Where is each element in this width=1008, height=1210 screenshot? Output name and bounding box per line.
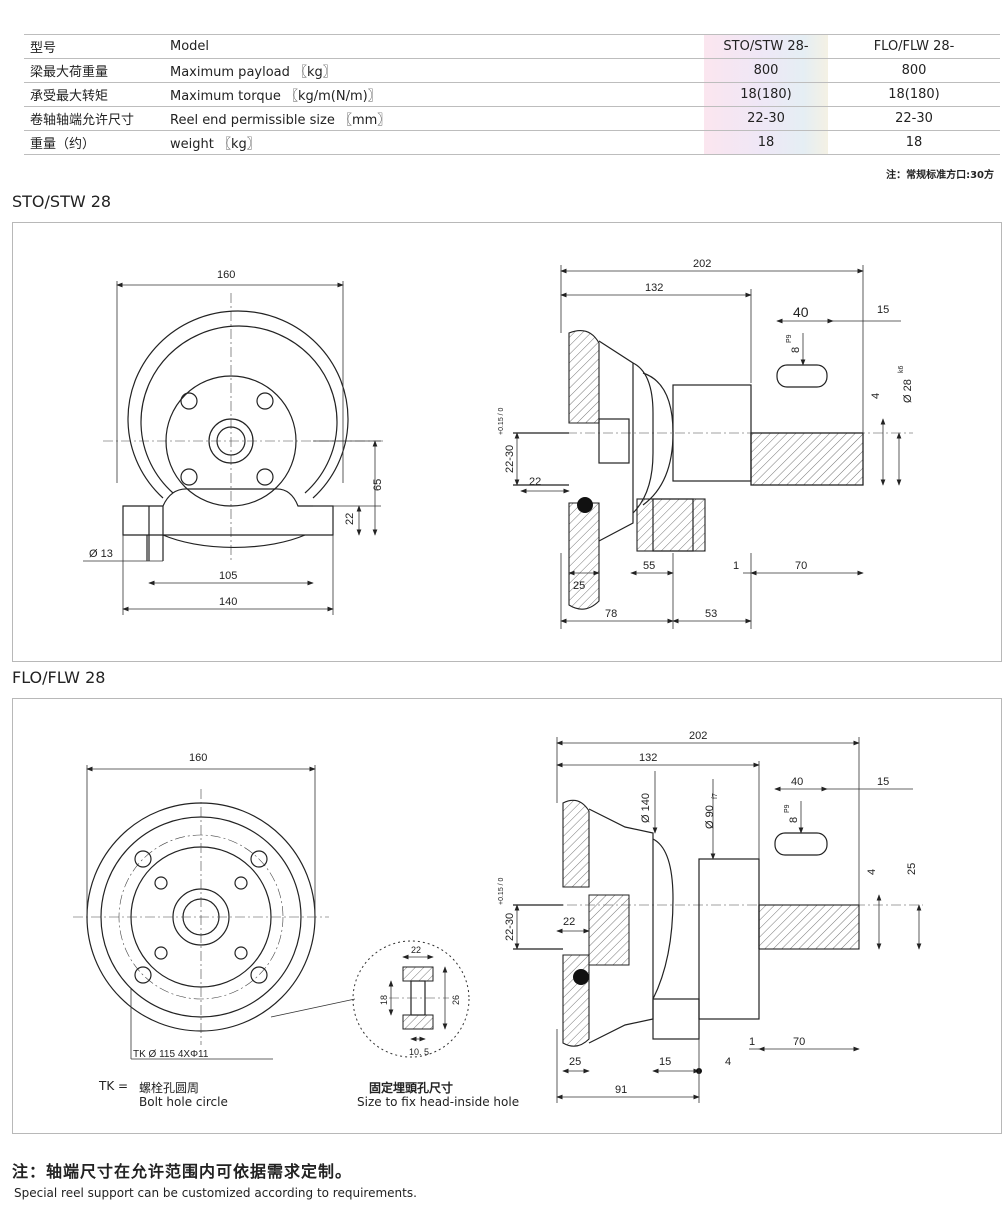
- dim-1: 1: [733, 560, 739, 572]
- dim-22: 22: [344, 513, 356, 525]
- dim-91-flo: 91: [615, 1084, 627, 1096]
- dim-22-30-tol-flo: +0.15 / 0: [498, 877, 505, 905]
- dim-8-tol: P9: [786, 334, 793, 343]
- dim-90-flo: Ø 90: [704, 805, 716, 829]
- detail-26: 26: [451, 995, 461, 1005]
- dim-160-flo: 160: [189, 752, 207, 764]
- tk-label: TK Ø 115 4XΦ11: [133, 1049, 209, 1060]
- table-cell: 18(180): [704, 82, 828, 107]
- dim-15: 15: [877, 304, 889, 316]
- dim-70: 70: [795, 560, 807, 572]
- flange-front-view: [73, 789, 329, 1045]
- dim-22b: 22: [529, 476, 541, 488]
- spec-table: 型号 Model STO/STW 28- FLO/FLW 28- 梁最大荷重量 …: [24, 34, 1000, 155]
- table-cell: 18: [828, 130, 1000, 155]
- table-cell: STO/STW 28-: [704, 34, 828, 59]
- table-cell: 800: [828, 58, 1000, 83]
- dim-22-30: 22-30: [504, 445, 516, 473]
- dim-25: 25: [573, 580, 585, 592]
- front-dimensions: 160 65 22 Ø 13 105 140: [83, 269, 384, 615]
- hole-legend-cn: 固定埋頭孔尺寸: [369, 1081, 454, 1095]
- dim-90-fit: f7: [712, 793, 719, 799]
- dim-25-flo: 25: [569, 1056, 581, 1068]
- side-dimensions-flo: 202 132 Ø 140 Ø 90 f7 40 15 8 P9 4 25 22…: [498, 730, 922, 1103]
- flange-dimensions: 160 TK Ø 115 4XΦ11: [86, 752, 316, 1060]
- tk-legend-en: Bolt hole circle: [139, 1095, 228, 1109]
- drawing-frame-flo: 160 TK Ø 115 4XΦ11 22 18 26 10. 5: [12, 698, 1002, 1134]
- table-cell: 18(180): [828, 82, 1000, 107]
- table-row: 梁最大荷重量 Maximum payload 〖kg〗 800 800: [24, 58, 1000, 83]
- section-title-sto: STO/STW 28: [12, 192, 112, 211]
- table-cell: 承受最大转矩: [24, 82, 164, 107]
- drawing-frame-sto: 160 65 22 Ø 13 105 140: [12, 222, 1002, 662]
- detail-22: 22: [411, 945, 421, 955]
- table-row: 重量（约） weight 〖kg〗 18 18: [24, 130, 1000, 155]
- dim-15-flo: 15: [877, 776, 889, 788]
- dim-160: 160: [217, 269, 235, 281]
- table-cell: Reel end permissible size 〖mm〗: [164, 106, 704, 131]
- table-cell: 梁最大荷重量: [24, 58, 164, 83]
- detail-18: 18: [379, 995, 389, 1005]
- customization-note-en: Special reel support can be customized a…: [14, 1186, 417, 1200]
- dim-202: 202: [693, 258, 711, 270]
- table-cell: Model: [164, 34, 704, 59]
- table-row: 卷轴轴端允许尺寸 Reel end permissible size 〖mm〗 …: [24, 106, 1000, 131]
- customization-note-cn: 注：轴端尺寸在允许范围内可依据需求定制。: [12, 1162, 353, 1181]
- table-cell: Maximum torque 〖kg/m(N/m)〗: [164, 82, 704, 107]
- dim-8-tol-flo: P9: [784, 804, 791, 813]
- dim-202-flo: 202: [689, 730, 707, 742]
- dim-1-flo: 1: [749, 1036, 755, 1048]
- tk-legend-cn: 螺栓孔圆周: [139, 1081, 200, 1095]
- dim-8: 8: [790, 347, 802, 353]
- table-cell: 重量（约）: [24, 130, 164, 155]
- dim-4: 4: [870, 393, 882, 399]
- dim-22-30-flo: 22-30: [504, 913, 516, 941]
- dim-105: 105: [219, 570, 237, 582]
- dim-13: Ø 13: [89, 548, 113, 560]
- table-header-row: 型号 Model STO/STW 28- FLO/FLW 28-: [24, 34, 1000, 59]
- dim-132: 132: [645, 282, 663, 294]
- dim-53: 53: [705, 608, 717, 620]
- hole-detail: 22 18 26 10. 5: [270, 940, 470, 1058]
- dim-55: 55: [643, 560, 655, 572]
- technical-drawing-sto: 160 65 22 Ø 13 105 140: [83, 258, 914, 629]
- dim-78: 78: [605, 608, 617, 620]
- dim-4b-flo: 4: [725, 1056, 731, 1068]
- hole-legend-en: Size to fix head-inside hole: [357, 1095, 520, 1109]
- dim-40-flo: 40: [791, 776, 803, 788]
- table-cell: 22-30: [704, 106, 828, 131]
- table-cell: 22-30: [828, 106, 1000, 131]
- dim-15b-flo: 15: [659, 1056, 671, 1068]
- side-view-flo: [513, 799, 923, 1047]
- tk-legend-eq: TK =: [99, 1079, 129, 1093]
- table-cell: 800: [704, 58, 828, 83]
- standard-note: 注：常规标准方口:30方: [886, 170, 994, 181]
- table-cell: 卷轴轴端允许尺寸: [24, 106, 164, 131]
- front-view: [103, 293, 383, 563]
- dim-70-flo: 70: [793, 1036, 805, 1048]
- table-cell: Maximum payload 〖kg〗: [164, 58, 704, 83]
- technical-drawing-flo: 160 TK Ø 115 4XΦ11 22 18 26 10. 5: [73, 730, 923, 1103]
- dim-4-flo: 4: [866, 869, 878, 875]
- dim-40: 40: [793, 304, 809, 320]
- dim-132-flo: 132: [639, 752, 657, 764]
- dim-140: 140: [219, 596, 237, 608]
- side-view: [513, 330, 913, 610]
- table-cell: 型号: [24, 34, 164, 59]
- dim-140-flo: Ø 140: [640, 793, 652, 823]
- table-cell: FLO/FLW 28-: [828, 34, 1000, 59]
- dim-65: 65: [372, 479, 384, 491]
- dim-8-flo: 8: [788, 817, 800, 823]
- dim-22-flo: 22: [563, 916, 575, 928]
- dim-25r-flo: 25: [906, 863, 918, 875]
- detail-10-5: 10. 5: [409, 1047, 429, 1057]
- section-title-flo: FLO/FLW 28: [12, 668, 106, 687]
- dim-22-30-tol: +0.15 / 0: [498, 407, 505, 435]
- table-row: 承受最大转矩 Maximum torque 〖kg/m(N/m)〗 18(180…: [24, 82, 1000, 107]
- table-cell: 18: [704, 130, 828, 155]
- dim-28-fit: k6: [898, 366, 905, 374]
- side-dimensions: 202 132 40 15 8 P9 4 Ø 28 k6 22-30 +0.15…: [498, 258, 914, 629]
- table-cell: weight 〖kg〗: [164, 130, 704, 155]
- dim-28: Ø 28: [902, 379, 914, 403]
